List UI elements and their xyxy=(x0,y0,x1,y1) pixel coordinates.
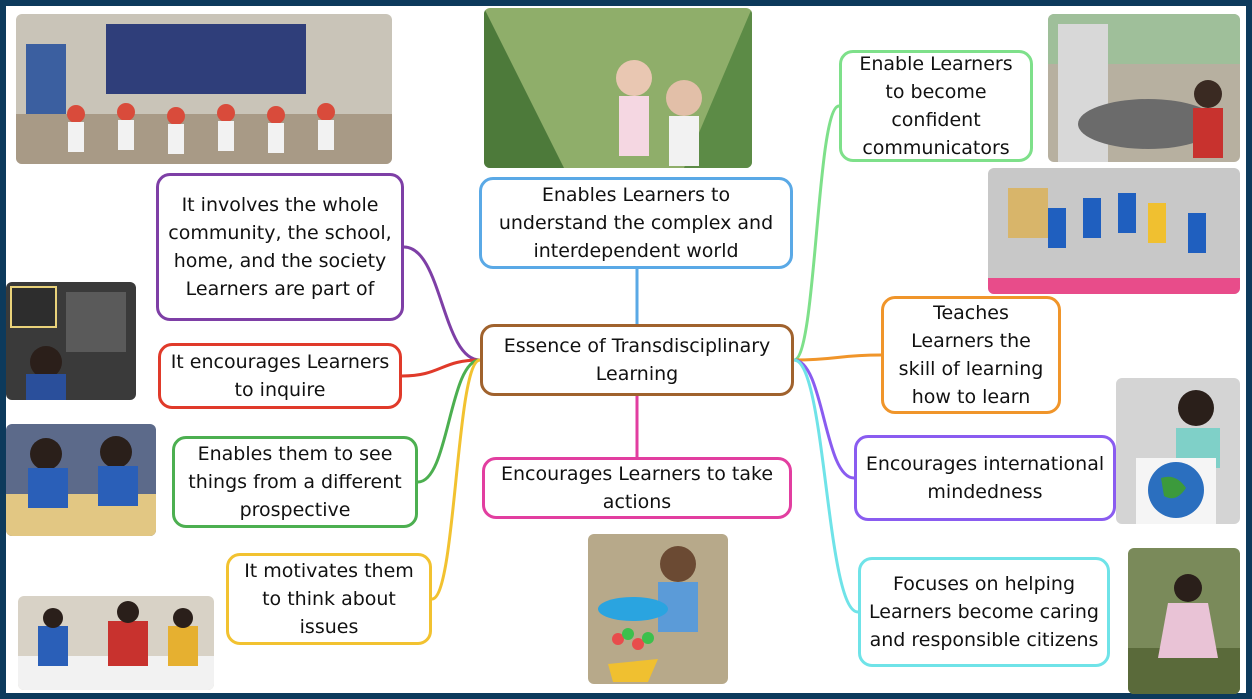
node-actions: Encourages Learners to take actions xyxy=(482,457,792,519)
node-issues: It motivates them to think about issues xyxy=(226,553,432,645)
node-complex: Enables Learners to understand the compl… xyxy=(479,177,793,269)
photo-girl-outdoors xyxy=(1128,548,1240,694)
node-mindedness: Encourages international mindedness xyxy=(854,435,1116,521)
node-community: It involves the whole community, the sch… xyxy=(156,173,404,321)
node-actions-text: Encourages Learners to take actions xyxy=(500,463,774,513)
node-communicators-text: Enable Learners to become confident comm… xyxy=(859,53,1013,159)
photo-students-circle-floor xyxy=(988,168,1240,294)
central-topic-text: Essence of Transdisciplinary Learning xyxy=(503,335,771,385)
photo-boy-water-play xyxy=(588,534,728,684)
photo-students-writing xyxy=(6,424,156,536)
node-communicators: Enable Learners to become confident comm… xyxy=(839,50,1033,162)
node-citizens-text: Focuses on helping Learners become carin… xyxy=(869,573,1099,651)
node-issues-text: It motivates them to think about issues xyxy=(244,560,414,638)
node-inquire: It encourages Learners to inquire xyxy=(158,343,402,409)
photo-boy-globe-painting xyxy=(1116,378,1240,524)
node-inquire-text: It encourages Learners to inquire xyxy=(170,351,390,401)
node-learning: Teaches Learners the skill of learning h… xyxy=(881,296,1061,414)
node-perspective-text: Enables them to see things from a differ… xyxy=(188,443,402,521)
photo-teacher-student-clipboard xyxy=(1048,14,1240,162)
node-learning-text: Teaches Learners the skill of learning h… xyxy=(898,302,1044,408)
photo-earth-day-assembly xyxy=(16,14,392,164)
photo-group-activity xyxy=(18,596,214,690)
node-mindedness-text: Encourages international mindedness xyxy=(865,453,1105,503)
node-citizens: Focuses on helping Learners become carin… xyxy=(858,557,1110,667)
node-perspective: Enables them to see things from a differ… xyxy=(172,436,418,528)
photo-garden-children xyxy=(484,8,752,168)
node-complex-text: Enables Learners to understand the compl… xyxy=(498,184,774,262)
central-topic: Essence of Transdisciplinary Learning xyxy=(480,324,794,396)
node-community-text: It involves the whole community, the sch… xyxy=(168,194,392,300)
photo-light-dark-wall xyxy=(6,282,136,400)
